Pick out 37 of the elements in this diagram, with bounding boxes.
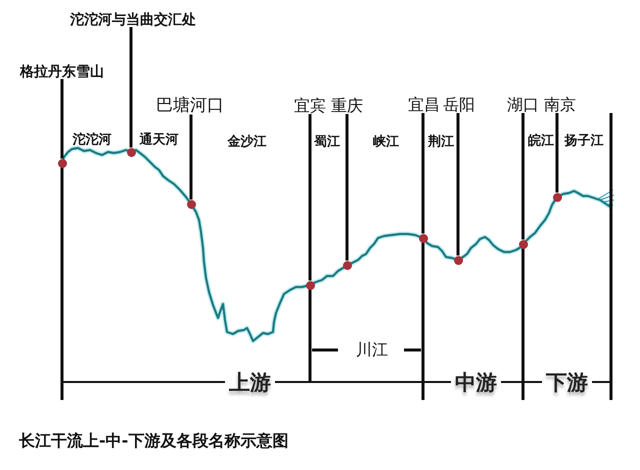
place-name: 湖口 [507,97,539,113]
location-dot [306,280,314,290]
leader-line [456,113,460,256]
section-name: 扬子江 [564,134,604,148]
section-name: 峡江 [373,136,399,148]
section-name: 金沙江 [228,136,266,148]
place-name: 岳阳 [443,97,475,113]
caption: 长江干流上-中-下游及各段名称示意图 [19,433,288,449]
place-name: 南京 [544,97,576,113]
leader-line [60,79,64,158]
place-name: 沱沱河与当曲交汇处 [70,13,196,27]
location-dot [552,192,562,202]
section-name: 荆江 [428,136,454,148]
place-name: 重庆 [331,98,363,114]
section-name: 沱沱河 [72,134,112,146]
location-dot [342,260,352,270]
location-dot [58,158,66,168]
place-name: 巴塘河口 [156,98,224,114]
leader-line [130,27,132,148]
location-dot [186,200,196,208]
section-name: 蜀江 [314,136,340,148]
place-name: 宜昌 [408,97,440,113]
section-name: 川江 [354,342,390,358]
place-name: 格拉丹东雪山 [20,65,104,79]
leader-line [308,114,312,280]
leader-line [422,113,424,234]
location-dot [418,234,428,242]
section-name: 通天河 [140,134,178,146]
leader-line [190,114,192,200]
location-dot [126,148,136,156]
leader-line [346,114,348,260]
location-dot [518,240,528,248]
leader-line [556,113,558,192]
location-dot [454,256,462,264]
leader-line [522,113,524,240]
place-name: 宜宾 [294,98,326,114]
section-name: 皖江 [528,134,554,148]
